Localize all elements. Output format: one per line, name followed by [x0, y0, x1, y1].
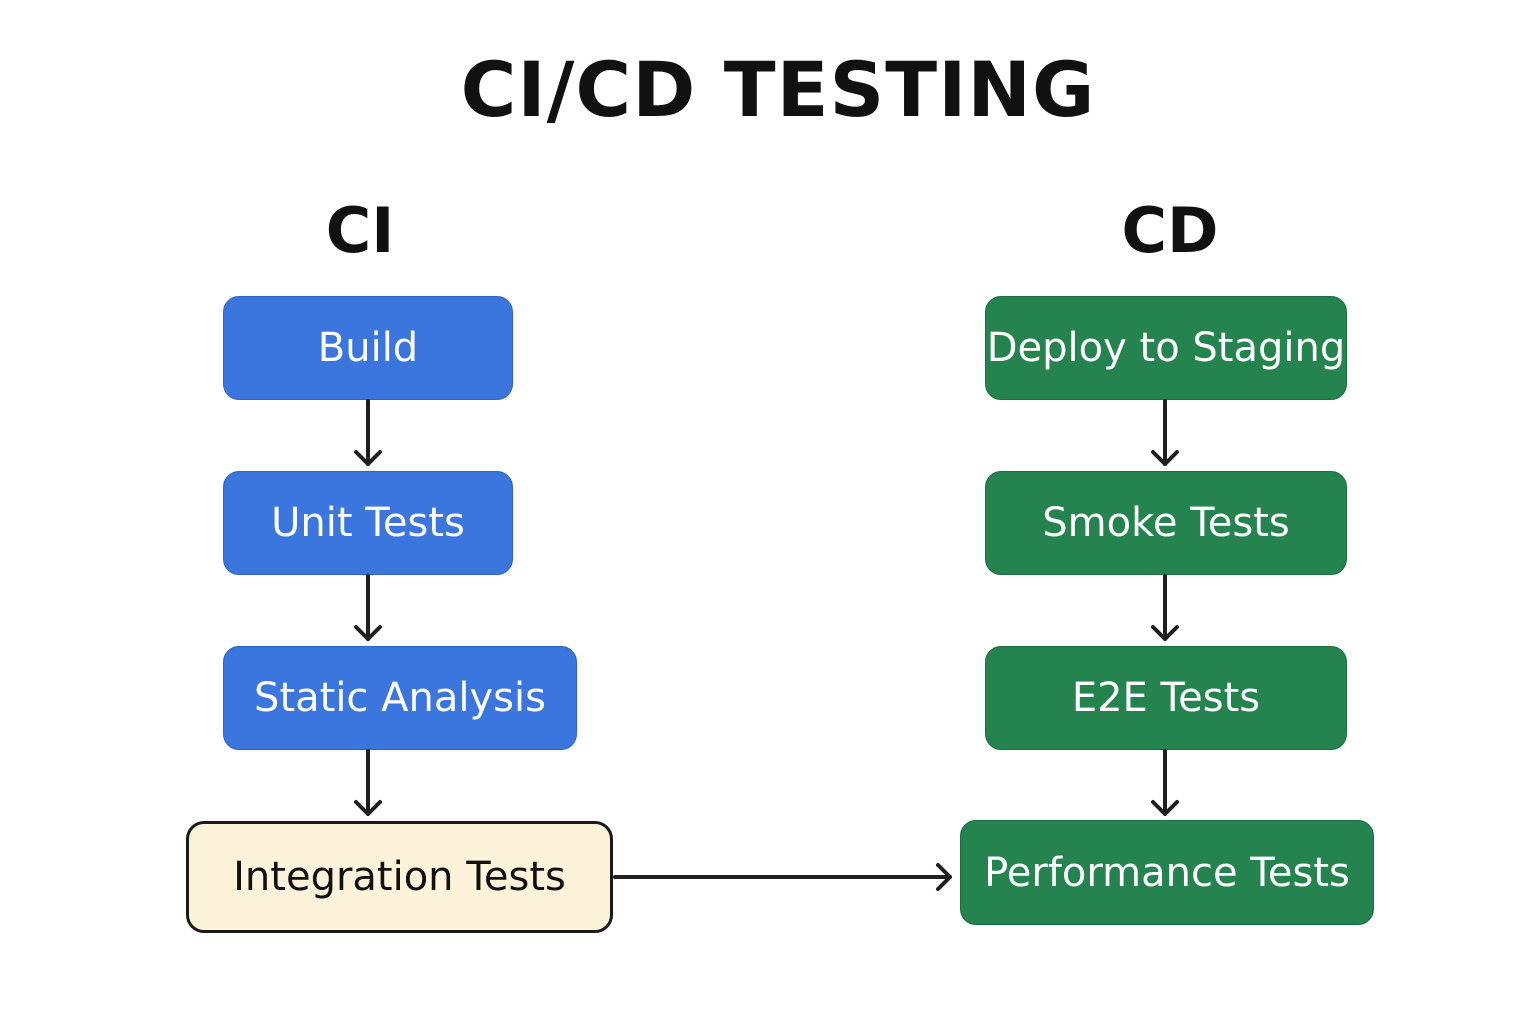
- ci-step-static-analysis: Static Analysis: [223, 646, 577, 750]
- cd-heading: CD: [1121, 194, 1219, 267]
- arrow-deploy-to-smoke-tests: [1151, 399, 1179, 466]
- cd-step-performance-tests: Performance Tests: [960, 820, 1374, 925]
- arrow-smoke-to-e2e-tests: [1151, 574, 1179, 641]
- ci-step-integration-tests: Integration Tests: [186, 821, 613, 933]
- cd-step-e2e-tests: E2E Tests: [985, 646, 1347, 750]
- arrow-unit-tests-to-static-analysis: [354, 574, 382, 641]
- cd-step-smoke-tests: Smoke Tests: [985, 471, 1347, 575]
- arrow-integration-to-performance-tests: [613, 863, 952, 891]
- arrow-build-to-unit-tests: [354, 399, 382, 466]
- arrow-e2e-to-performance-tests: [1151, 749, 1179, 816]
- diagram-title: CI/CD TESTING: [460, 45, 1096, 134]
- ci-step-build: Build: [223, 296, 513, 400]
- arrow-static-analysis-to-integration-tests: [354, 749, 382, 816]
- ci-step-unit-tests: Unit Tests: [223, 471, 513, 575]
- ci-heading: CI: [325, 194, 395, 267]
- cd-step-deploy-to-staging: Deploy to Staging: [985, 296, 1347, 400]
